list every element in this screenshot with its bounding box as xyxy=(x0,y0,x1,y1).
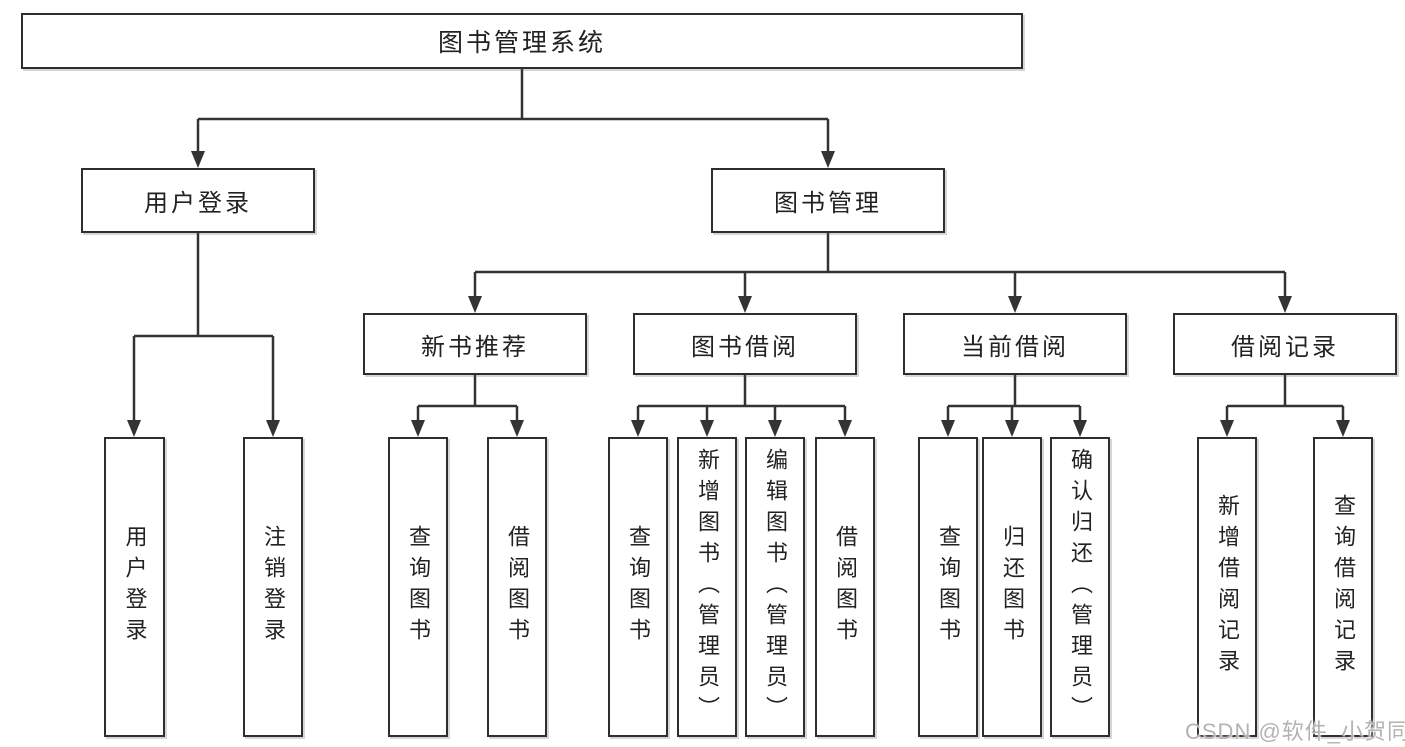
node-label: 新增图书（管理员） xyxy=(695,447,720,727)
node-label: 查询借阅记录 xyxy=(1331,494,1356,680)
node-leaf-query-books-recommend: 查询图书 xyxy=(388,437,448,737)
node-root-library-system: 图书管理系统 xyxy=(21,13,1023,69)
node-label: 查询图书 xyxy=(936,525,961,649)
node-label: 图书管理 xyxy=(774,190,882,217)
node-leaf-add-book-admin: 新增图书（管理员） xyxy=(677,437,737,737)
node-leaf-user-login: 用户登录 xyxy=(104,437,165,737)
node-leaf-query-books-current: 查询图书 xyxy=(918,437,978,737)
node-leaf-add-borrow-record: 新增借阅记录 xyxy=(1197,437,1257,737)
node-section-book-borrow: 图书借阅 xyxy=(633,313,857,375)
node-leaf-edit-book-admin: 编辑图书（管理员） xyxy=(745,437,805,737)
csdn-watermark: CSDN @软件_小贺同学 xyxy=(1185,719,1405,744)
node-branch-user-login: 用户登录 xyxy=(81,168,315,233)
node-label: 当前借阅 xyxy=(961,333,1069,361)
node-label: 图书管理系统 xyxy=(437,29,606,57)
node-label: 借阅图书 xyxy=(505,525,530,649)
node-label: 确认归还（管理员） xyxy=(1068,447,1093,727)
node-leaf-borrow-books-recommend: 借阅图书 xyxy=(487,437,547,737)
node-leaf-return-book: 归还图书 xyxy=(982,437,1042,737)
node-label: 归还图书 xyxy=(1000,525,1025,649)
node-label: 注销登录 xyxy=(261,525,286,649)
node-label: 新增借阅记录 xyxy=(1215,494,1240,680)
node-branch-book-management: 图书管理 xyxy=(711,168,945,233)
node-label: 查询图书 xyxy=(626,525,651,649)
node-leaf-logout: 注销登录 xyxy=(243,437,303,737)
node-section-new-book-recommend: 新书推荐 xyxy=(363,313,587,375)
node-leaf-query-books-borrow: 查询图书 xyxy=(608,437,668,737)
node-label: 用户登录 xyxy=(144,190,252,217)
node-label: 用户登录 xyxy=(122,525,148,649)
node-label: 借阅图书 xyxy=(833,525,858,649)
node-section-borrow-records: 借阅记录 xyxy=(1173,313,1397,375)
node-leaf-query-borrow-record: 查询借阅记录 xyxy=(1313,437,1373,737)
node-leaf-confirm-return-admin: 确认归还（管理员） xyxy=(1050,437,1110,737)
node-label: 借阅记录 xyxy=(1231,333,1339,361)
node-label: 图书借阅 xyxy=(691,333,799,361)
node-leaf-borrow-books: 借阅图书 xyxy=(815,437,875,737)
node-label: 新书推荐 xyxy=(421,333,529,361)
node-label: 编辑图书（管理员） xyxy=(763,447,788,727)
node-label: 查询图书 xyxy=(406,525,431,649)
node-section-current-borrow: 当前借阅 xyxy=(903,313,1127,375)
